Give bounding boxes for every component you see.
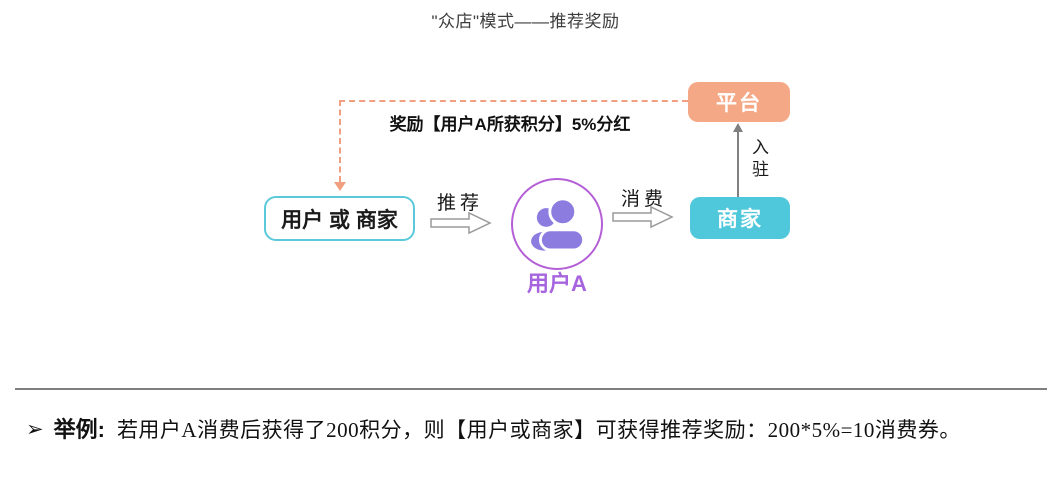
example-text: 若用户A消费后获得了200积分，则【用户或商家】可获得推荐奖励：200*5%=1… xyxy=(116,418,961,442)
divider-line xyxy=(15,388,1047,390)
reward-label: 奖励【用户A所获积分】5%分红 xyxy=(389,115,631,134)
consume-block-arrow-icon xyxy=(612,205,674,229)
reward-dashed-arrowhead-icon xyxy=(334,182,346,191)
user-a-label: 用户A xyxy=(527,271,587,296)
arrow-bullet-icon: ➢ xyxy=(26,418,44,441)
join-label: 入驻 xyxy=(749,138,768,182)
recommend-label: 推荐 xyxy=(436,193,483,214)
consume-label: 消费 xyxy=(620,189,667,210)
example-heading: 举例: xyxy=(53,417,105,442)
example-row: ➢ 举例: 若用户A消费后获得了200积分，则【用户或商家】可获得推荐奖励：20… xyxy=(26,412,1041,444)
join-arrowhead-icon xyxy=(733,123,743,132)
platform-node: 平台 xyxy=(688,82,790,122)
recommend-block-arrow-icon xyxy=(430,211,492,235)
user-a-node xyxy=(511,178,603,270)
reward-dashed-line-horizontal xyxy=(339,100,688,102)
join-arrow-line xyxy=(737,131,739,197)
page-title: "众店"模式——推荐奖励 xyxy=(431,12,620,31)
users-group-icon xyxy=(531,197,586,252)
reward-dashed-line-vertical xyxy=(339,100,341,182)
merchant-node: 商家 xyxy=(690,197,790,239)
user-or-merchant-node: 用户 或 商家 xyxy=(264,196,415,241)
